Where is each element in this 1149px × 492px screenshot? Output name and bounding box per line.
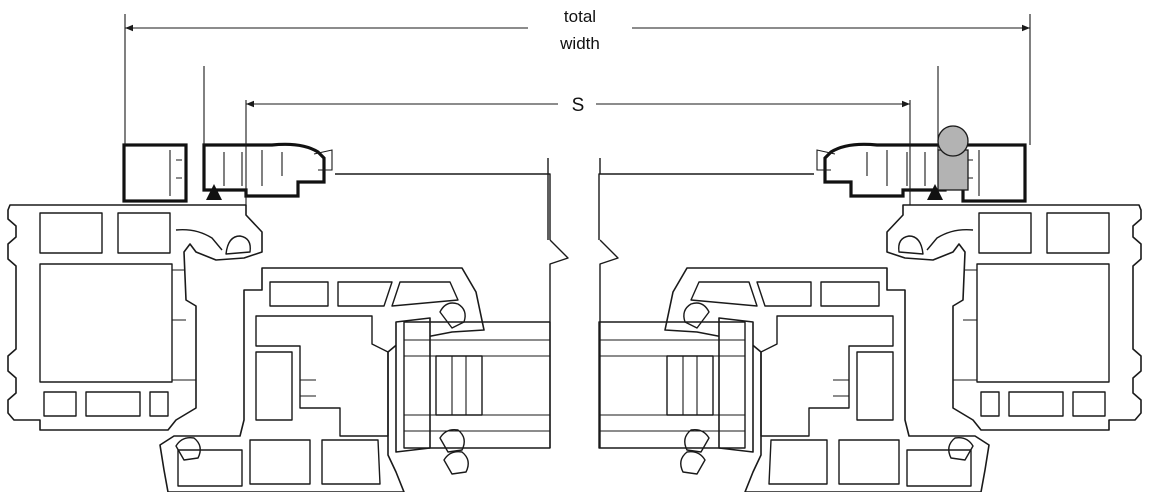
right-half-section	[597, 142, 1143, 492]
total-width-label-line2: width	[559, 34, 600, 53]
seal-strip	[937, 149, 969, 191]
break-symbol-right	[599, 239, 619, 448]
break-symbol-left	[549, 239, 569, 448]
total-width-label-line1: total	[564, 7, 596, 26]
seal-bead	[937, 125, 969, 157]
s-dimension-label: S	[572, 95, 585, 116]
left-half-section	[6, 142, 552, 492]
